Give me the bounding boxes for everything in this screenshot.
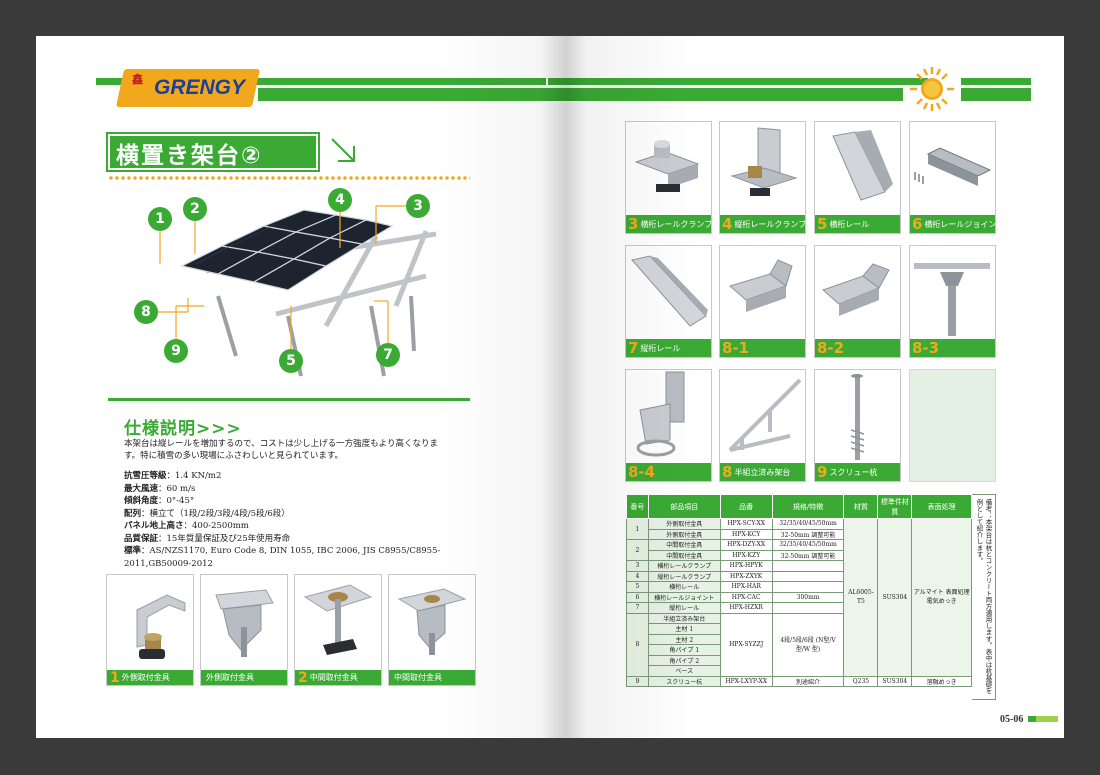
spec-intro: 本架台は縦レールを増加するので、コストは少し上げる一方強度もより高くなります。特… [124, 439, 438, 461]
end-clamp-adjustable-image [215, 589, 274, 657]
table-header: 品番 [719, 494, 773, 519]
semi-assembled-frame-image [728, 378, 802, 452]
arrow-down-right-icon [331, 138, 355, 162]
spec-item: 配列：横立て（1段/2段/3段/4段/5段/6段） [124, 508, 290, 519]
brochure-spread: 鑫 GRENGY 横置き架台② [36, 36, 1064, 738]
spec-item: パネル地上高さ：400-2500mm [124, 521, 249, 531]
section-divider [108, 398, 470, 401]
spec-item: 品質保証：15年質量保証及び25年使用寿命 [124, 533, 291, 544]
rail-clamp-image [634, 140, 700, 192]
header-stripe [961, 78, 1031, 85]
table-header: 規格/特徴 [771, 494, 845, 519]
mid-clamp-image [303, 584, 373, 655]
table-header: 標準件材質 [877, 494, 913, 519]
spec-list: 抗雪圧等級：1.4 KN/m2 最大風速：60 m/s 傾斜角度：0°-45° … [124, 470, 444, 570]
spec-heading: 仕様説明>>> [124, 419, 242, 439]
vertical-rail-clamp-image [730, 127, 798, 196]
part-8-3-image [914, 263, 990, 336]
callout-1: 1 [148, 207, 172, 231]
title-box [106, 132, 320, 172]
callout-3: 3 [406, 194, 430, 218]
header-stripe [96, 78, 546, 85]
sun-icon [910, 67, 954, 111]
header-stripe [258, 88, 548, 101]
rail-joint-image [914, 147, 992, 186]
header-stripe [548, 88, 903, 101]
part-8-4-image [636, 371, 685, 457]
page-number: 05-06 [1000, 714, 1024, 725]
horizontal-rail-image [832, 130, 893, 201]
product-card: 8-2 [814, 245, 901, 358]
table-row: 8 半組立済み架台 HPX-SYZZJ 4段/5段/6段 (N型/V型/W 型) [626, 612, 972, 677]
header-stripe [548, 78, 928, 85]
empty-card [909, 369, 996, 482]
table-header: 番号 [626, 494, 649, 519]
header-stripe [961, 88, 1031, 101]
table-note: 備考：本架台は杭とコンクリート両方適用します。表中は杭基礎を例として紹介します。 [972, 494, 996, 700]
callout-5: 5 [279, 349, 303, 373]
product-card: 中間取付金具 [388, 574, 476, 686]
product-card: 8-1 [719, 245, 806, 358]
vertical-rail-image [631, 255, 708, 327]
part-8-2-image [822, 263, 890, 316]
product-card: 8-4 [625, 369, 712, 482]
logo-mark: 鑫 [132, 73, 143, 86]
logo-text: GRENGY [154, 76, 246, 99]
table-header: 表面処理 [911, 494, 972, 519]
spec-item: 標準：AS/NZS1170, Euro Code 8, DIN 1055, IB… [124, 546, 441, 569]
spec-item: 傾斜角度：0°-45° [124, 496, 195, 506]
callout-9: 9 [164, 339, 188, 363]
screw-pile-image [850, 374, 865, 460]
spec-item: 抗雪圧等級：1.4 KN/m2 [124, 471, 222, 481]
callout-8: 8 [134, 300, 158, 324]
mid-clamp-adjustable-image [397, 588, 467, 655]
page-title: 横置き架台② [116, 143, 263, 169]
spec-item: 最大風速：60 m/s [124, 483, 196, 494]
table-header: 部品項目 [647, 494, 721, 519]
dotted-divider [108, 176, 470, 180]
mounting-structure-illustration [180, 209, 437, 377]
callout-7: 7 [376, 343, 400, 367]
product-card: 外側取付金具 [200, 574, 288, 686]
table-header: 材質 [843, 494, 879, 519]
callout-4: 4 [328, 188, 352, 212]
product-card: 8-3 [909, 245, 996, 358]
part-8-1-image [728, 259, 793, 312]
callout-2: 2 [183, 197, 207, 221]
end-clamp-image [136, 594, 186, 659]
page-number-bar [1036, 716, 1058, 722]
